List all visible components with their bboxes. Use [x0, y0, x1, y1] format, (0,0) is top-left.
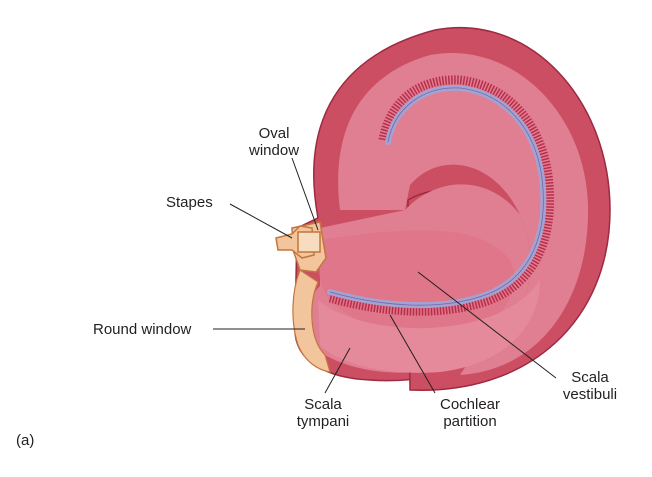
scala-tympani-region	[318, 280, 540, 373]
cochlear-partition-hair-cells	[328, 75, 555, 316]
leader-scala-tympani	[324, 347, 351, 394]
scala-vestibuli-region	[317, 230, 515, 340]
label-scala-vestibuli: Scala vestibuli	[562, 369, 618, 403]
leader-scala-vestibuli	[417, 271, 557, 379]
leader-oval-window	[291, 157, 319, 231]
leader-stapes	[229, 203, 293, 239]
label-stapes: Stapes	[166, 194, 213, 211]
round-window-bone	[292, 269, 331, 373]
label-oval-window: Oval window	[249, 125, 300, 159]
stapes-footplate	[297, 231, 321, 253]
cochlear-partition-outline	[329, 87, 544, 306]
leader-cochlear-partition	[389, 314, 436, 394]
panel-label: (a)	[16, 432, 35, 449]
label-cochlear-partition: Cochlear partition	[439, 396, 501, 430]
label-scala-tympani: Scala tympani	[296, 396, 350, 430]
label-round-window: Round window	[93, 321, 192, 338]
